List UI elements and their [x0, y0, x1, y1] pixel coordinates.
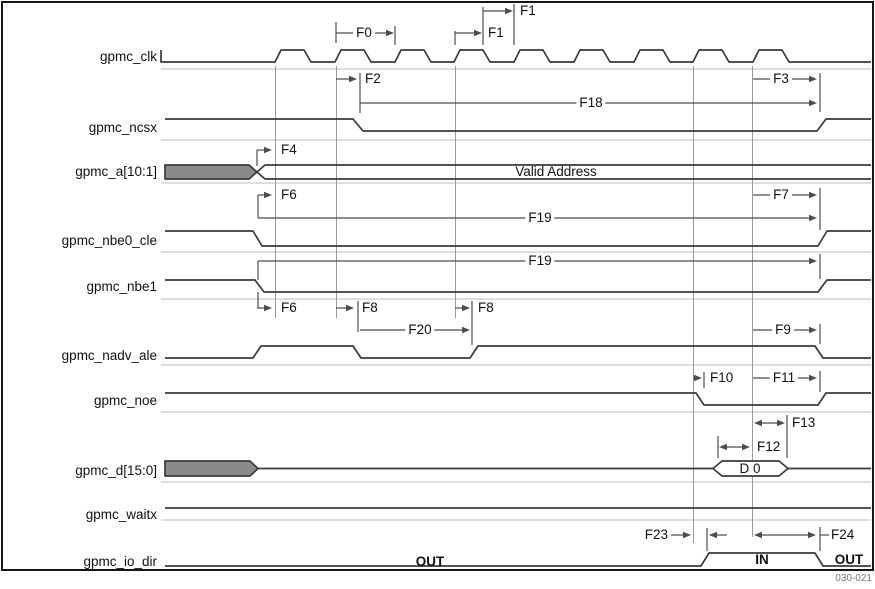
- timing-label-f20: F20: [405, 322, 435, 338]
- timing-label-f19-nbe1: F19: [525, 253, 555, 269]
- timing-label-f23: F23: [644, 527, 668, 542]
- timing-label-f8-fall: F8: [362, 300, 378, 315]
- gpmc-d-bus-block: [164, 460, 259, 477]
- measurement-arrows: [257, 10, 829, 536]
- signal-label-gpmc-d: gpmc_d[15:0]: [75, 463, 157, 478]
- signal-label-gpmc-nadv-ale: gpmc_nadv_ale: [61, 348, 157, 363]
- signal-label-gpmc-nbe0-cle: gpmc_nbe0_cle: [61, 233, 157, 248]
- gpmc-d-bus-data-hexagon: [712, 460, 789, 477]
- vertical-gridlines: [275, 66, 753, 543]
- timing-label-f7: F7: [770, 187, 792, 203]
- timing-label-f10: F10: [710, 370, 734, 385]
- timing-label-f3: F3: [770, 71, 792, 87]
- timing-label-f8-rise: F8: [478, 300, 494, 315]
- gpmc-nbe0-cle-wave: [165, 230, 871, 247]
- timing-label-f11: F11: [769, 370, 799, 386]
- gpmc-a-bus-open: [256, 164, 871, 180]
- timing-label-f24: F24: [831, 527, 855, 542]
- timing-label-f19-cle: F19: [525, 210, 555, 226]
- io-state-out-left: OUT: [415, 554, 445, 569]
- bus-value-d0: D 0: [739, 461, 761, 476]
- gpmc-a-bus-block: [164, 164, 258, 180]
- timing-label-f6-nbe: F6: [281, 300, 297, 315]
- timing-label-f9: F9: [772, 322, 794, 338]
- signal-label-gpmc-clk: gpmc_clk: [99, 49, 157, 64]
- timing-label-f12: F12: [757, 439, 781, 454]
- gpmc-noe-wave: [165, 392, 871, 406]
- signal-label-gpmc-waitx: gpmc_waitx: [85, 507, 157, 522]
- io-state-in: IN: [755, 552, 769, 567]
- timing-label-f1-upper: F1: [520, 3, 536, 18]
- gpmc-nadv-ale-wave: [165, 345, 871, 359]
- gpmc-ncsx-wave: [165, 118, 871, 132]
- timing-label-f1-lower: F1: [488, 25, 504, 40]
- signal-label-gpmc-noe: gpmc_noe: [93, 393, 157, 408]
- signal-waveforms: [160, 49, 871, 567]
- timing-label-f6-addr: F6: [281, 187, 297, 202]
- measurement-arrowheads: [264, 7, 817, 539]
- timing-label-f18: F18: [576, 95, 606, 111]
- bus-value-valid-address: Valid Address: [515, 164, 597, 179]
- gpmc-clk-wave: [160, 49, 871, 63]
- figure-code: 030-021: [835, 573, 872, 584]
- timing-label-f0: F0: [353, 25, 375, 41]
- timing-label-f13: F13: [792, 415, 816, 430]
- timing-label-f4: F4: [281, 142, 297, 157]
- gpmc-nbe1-wave: [165, 279, 871, 293]
- diagram-frame-border: [1, 1, 874, 571]
- timing-label-f2: F2: [365, 71, 381, 86]
- signal-label-gpmc-a: gpmc_a[10:1]: [75, 164, 157, 179]
- signal-label-gpmc-nbe1: gpmc_nbe1: [86, 279, 157, 294]
- gpmc-io-dir-wave: [165, 552, 871, 567]
- io-state-out-right: OUT: [834, 552, 864, 567]
- signal-label-gpmc-io-dir: gpmc_io_dir: [83, 554, 157, 569]
- signal-label-gpmc-ncsx: gpmc_ncsx: [88, 120, 157, 135]
